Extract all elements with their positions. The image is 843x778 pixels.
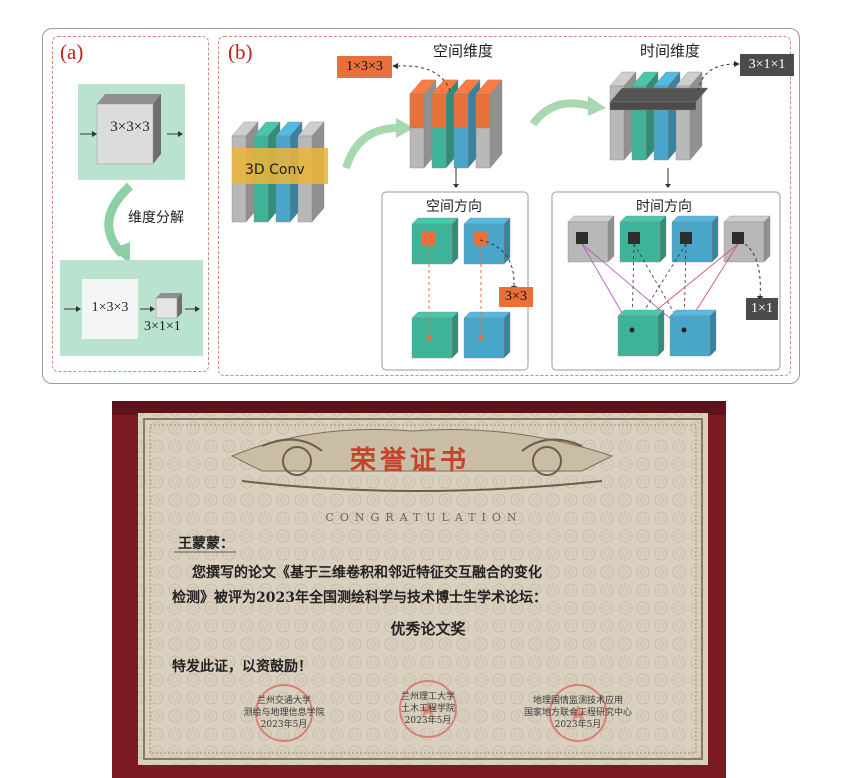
decompose-label: 维度分解 [128,210,184,226]
spatial-source-cube-side [451,217,459,265]
seal-2-org-line1: 兰州理工大学 [401,690,455,702]
spatial-kernel-front [453,93,469,129]
temporal-source-cube-side [659,215,667,263]
cert-recipient: 王蒙蒙： [178,535,234,552]
seal-1-date: 2023年5月 [261,718,308,730]
spatial-kernel-front [475,93,491,129]
temporal-source-cube-side [711,215,719,263]
temporal-patch-badge: 1×1 [746,298,778,320]
seal-3-date: 2023年5月 [555,718,602,730]
temporal-dim-title: 时间维度 [640,42,701,60]
spatial-kernel-badge: 1×3×3 [337,56,392,78]
cert-subtitle: CONGRATULATION [325,511,522,524]
certificate-photo: 荣誉证书 CONGRATULATION 王蒙蒙： 您撰写的论文《基于三维卷积和邻… [112,401,726,778]
header-ornament [230,428,614,492]
spatial-dim-stack [409,79,503,169]
temporal-kernel-label: 3×1×1 [144,319,181,334]
seal-1-org-line1: 兰州交通大学 [257,694,311,706]
spatial-kernel-box [82,279,138,339]
temporal-patch [628,232,640,244]
temporal-kernel-top [609,87,709,103]
temporal-source-cube-top [723,215,771,223]
seal-3-org-line2: 国家地方联合工程研究中心 [524,706,632,718]
spatial-target-cube-front [411,317,453,359]
panel-a-frame [52,36,209,372]
cert-award: 优秀论文奖 [390,620,466,638]
cert-title: 荣誉证书 [350,446,470,476]
conv3d-kernel-label: 3×3×3 [110,119,150,135]
panel-b-frame [218,36,791,376]
seal-1-org-line2: 测绘与地理信息学院 [243,706,324,718]
conv3d-cube [96,94,161,165]
temporal-dim-stack [609,71,709,161]
spatial-target-cube-top [411,311,459,319]
temporal-kernel-cube [155,293,182,319]
spatial-source-cube-top [463,217,511,225]
panel-a-tag: (a) [60,40,84,64]
temporal-source-cube-top [567,215,615,223]
seals [255,680,607,742]
slab-side [489,79,503,169]
temporal-source-cube-top [619,215,667,223]
seal-2-date: 2023年5月 [405,714,452,726]
slab-side [689,71,703,161]
spatial-patch-badge: 3×3 [499,287,533,307]
temporal-direction-title: 时间方向 [636,199,692,215]
spatial-target-cube-top [463,311,511,319]
temporal-target-cube-front [617,315,659,357]
seal-2-stamp [399,680,457,738]
conv3d-label: 3D Conv [245,162,305,178]
temporal-source-cube-side [607,215,615,263]
spatial-target-cube-side [503,311,511,359]
spatial-kernel-label: 1×3×3 [91,300,129,315]
temporal-kernel-badge: 3×1×1 [740,54,794,76]
temporal-link [631,243,635,331]
temporal-source-cube-side [763,215,771,263]
spatial-target-dot [426,335,432,341]
temporal-target-cube-top [669,309,717,317]
panel-b-tag: (b) [228,40,253,64]
seal-2-org-line2: 土木工程学院 [401,702,455,714]
panel-b-graphic [231,61,781,371]
flow-arrow-2 [529,99,592,127]
flow-arrow-1 [342,124,399,170]
cert-closing: 特发此证，以资鼓励！ [172,658,312,675]
cert-body-line2: 检测》被评为2023年全国测绘科学与技术博士生学术论坛： [172,589,547,606]
spatial-kernel-front [409,93,425,129]
spatial-patch [474,232,488,246]
cert-body-line1: 您撰写的论文《基于三维卷积和邻近特征交互融合的变化 [192,564,542,581]
temporal-target-cube-front [669,315,711,357]
seal-1-stamp [255,684,313,742]
seal-3-stamp [549,684,607,742]
spatial-source-cube-top [411,217,459,225]
panel-a-graphic [60,84,203,356]
temporal-target-cube-side [709,309,717,357]
temporal-source-cube-top [671,215,719,223]
spatial-direction-title: 空间方向 [426,199,482,215]
spatial-kernel-front [431,93,447,129]
conv3d-box [232,148,328,184]
spatial-patch [422,232,436,246]
spatial-target-cube-side [451,311,459,359]
seal-3-org-line1: 地理国情监测技术应用 [533,694,623,706]
temporal-patch [680,232,692,244]
temporal-target-cube-side [657,309,665,357]
spatial-target-cube-front [463,317,505,359]
temporal-kernel-front [609,101,697,111]
diagram-frame [42,28,800,384]
temporal-target-dot [629,327,635,333]
spatial-dim-title: 空间维度 [433,42,494,60]
temporal-target-dot [681,327,687,333]
temporal-target-cube-top [617,309,665,317]
spatial-target-dot [478,335,484,341]
temporal-patch [576,232,588,244]
